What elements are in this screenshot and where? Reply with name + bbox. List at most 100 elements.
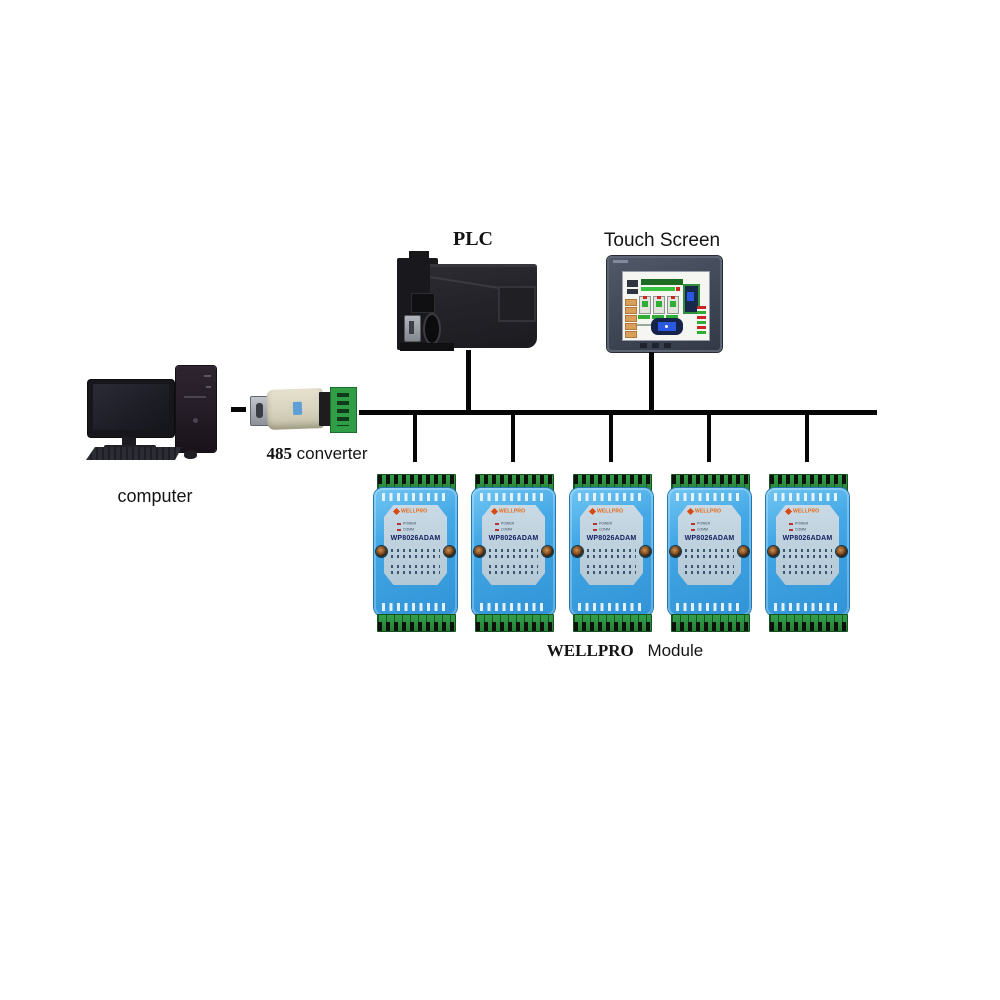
wellpro-logo-text: WELLPRO <box>792 508 820 515</box>
terminal-legend-row <box>685 555 734 558</box>
module-model-text: WP8026ADAM <box>488 535 539 542</box>
hmi-gauge <box>667 296 679 314</box>
plc-drop-line <box>466 350 471 411</box>
wellpro-logo: WELLPRO <box>776 507 839 516</box>
wellpro-module-5: WELLPRO POWER COMM WP8026ADAM <box>766 474 849 632</box>
hmi-controller <box>651 318 683 335</box>
module-model-text: WP8026ADAM <box>586 535 637 542</box>
converter-terminal-pcb <box>330 387 357 433</box>
mount-screw-left <box>768 546 779 557</box>
touch-screen-brand-mark <box>613 260 628 263</box>
hmi-green-tag <box>638 315 650 319</box>
wellpro-module-1: WELLPRO POWER COMM WP8026ADAM <box>374 474 457 632</box>
wellpro-logo-text: WELLPRO <box>694 508 722 515</box>
wellpro-logo-icon <box>392 507 400 516</box>
hmi-gauge <box>653 296 665 314</box>
terminal-block-bottom <box>377 614 456 632</box>
module-drop-line-2 <box>511 415 515 462</box>
terminal-legend-row <box>685 549 734 552</box>
module-group-label-brand: WELLPRO <box>546 641 634 660</box>
power-led <box>789 523 793 525</box>
status-leds: POWER COMM <box>789 521 818 533</box>
touchscreen-drop-line <box>649 352 654 411</box>
wellpro-logo: WELLPRO <box>482 507 545 516</box>
pin-row-top <box>480 493 546 501</box>
wellpro-logo: WELLPRO <box>678 507 741 516</box>
wellpro-module-4: WELLPRO POWER COMM WP8026ADAM <box>668 474 751 632</box>
terminal-legend-row <box>685 565 734 568</box>
plc-top-tab <box>409 251 429 260</box>
pin-row-bottom <box>774 603 840 611</box>
pcb-terminal-block <box>337 393 349 426</box>
mount-screw-left <box>572 546 583 557</box>
hmi-indicator-column <box>697 306 706 336</box>
rs485-bus-line <box>359 410 877 415</box>
terminal-legend-row <box>783 571 832 574</box>
terminal-block-bottom <box>475 614 554 632</box>
module-drop-line-4 <box>707 415 711 462</box>
terminal-legend-row <box>587 571 636 574</box>
terminal-legend-row <box>391 565 440 568</box>
wellpro-logo-icon <box>686 507 694 516</box>
terminal-legend-row <box>391 555 440 558</box>
wellpro-logo-text: WELLPRO <box>400 508 428 515</box>
status-leds: POWER COMM <box>495 521 524 533</box>
module-face-panel: WELLPRO POWER COMM WP8026ADAM <box>384 505 447 585</box>
wellpro-logo-text: WELLPRO <box>498 508 526 515</box>
wellpro-logo-text: WELLPRO <box>596 508 624 515</box>
wellpro-logo-icon <box>588 507 596 516</box>
hmi-orange-block <box>625 299 637 306</box>
module-body: WELLPRO POWER COMM WP8026ADAM <box>766 488 849 616</box>
mount-screw-left <box>376 546 387 557</box>
module-model-text: WP8026ADAM <box>684 535 735 542</box>
pin-row-top <box>676 493 742 501</box>
monitor-screen <box>93 384 169 430</box>
wellpro-module-2: WELLPRO POWER COMM WP8026ADAM <box>472 474 555 632</box>
converter-body <box>266 388 324 430</box>
module-face-panel: WELLPRO POWER COMM WP8026ADAM <box>482 505 545 585</box>
hmi-progress-bar <box>641 287 675 291</box>
terminal-legend-row <box>587 555 636 558</box>
module-body: WELLPRO POWER COMM WP8026ADAM <box>472 488 555 616</box>
hmi-green-bar <box>641 279 683 285</box>
computer-monitor <box>88 380 174 437</box>
wellpro-logo-icon <box>784 507 792 516</box>
terminal-legend-row <box>391 571 440 574</box>
plc-bottom-strip <box>400 343 454 351</box>
hmi-red-tip <box>676 287 680 291</box>
terminal-block-bottom <box>671 614 750 632</box>
hmi-orange-block <box>625 331 637 338</box>
hmi-block <box>627 289 638 294</box>
converter-label-word: converter <box>296 444 368 463</box>
terminal-legend-row <box>489 555 538 558</box>
power-led <box>397 523 401 525</box>
hmi-gauge <box>639 296 651 314</box>
module-group-label-word: Module <box>647 641 704 660</box>
terminal-legend-row <box>489 549 538 552</box>
converter-collar <box>319 392 332 426</box>
terminal-legend-row <box>783 555 832 558</box>
plc-round-port <box>423 313 441 345</box>
power-led <box>691 523 695 525</box>
keyboard <box>86 447 182 460</box>
module-model-text: WP8026ADAM <box>782 535 833 542</box>
comm-led <box>593 529 597 531</box>
plc-connector-block <box>411 293 435 313</box>
module-face-panel: WELLPRO POWER COMM WP8026ADAM <box>580 505 643 585</box>
mount-screw-right <box>542 546 553 557</box>
pin-row-bottom <box>676 603 742 611</box>
computer-converter-link-line <box>231 407 246 412</box>
pin-row-top <box>382 493 448 501</box>
module-drop-line-3 <box>609 415 613 462</box>
mount-screw-right <box>444 546 455 557</box>
touch-screen-buttons <box>640 343 674 348</box>
module-body: WELLPRO POWER COMM WP8026ADAM <box>668 488 751 616</box>
monitor-stand-neck <box>122 437 136 446</box>
converter-db9-connector <box>250 396 271 426</box>
terminal-block-bottom <box>769 614 848 632</box>
terminal-legend-row <box>685 571 734 574</box>
hmi-green-tag <box>666 315 678 319</box>
mount-screw-right <box>738 546 749 557</box>
comm-led <box>789 529 793 531</box>
